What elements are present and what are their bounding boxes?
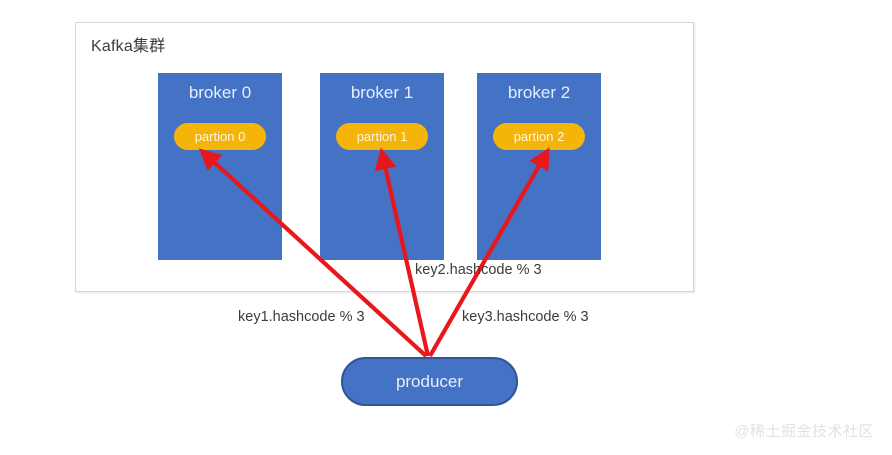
- broker-node-1[interactable]: broker 1 partion 1: [320, 73, 444, 260]
- broker-label-2: broker 2: [507, 83, 571, 102]
- broker-label-1: broker 1: [350, 83, 414, 102]
- partition-pill-0[interactable]: partion 0: [174, 123, 266, 150]
- watermark: @稀土掘金技术社区: [734, 423, 874, 440]
- broker-node-0[interactable]: broker 0 partion 0: [158, 73, 282, 260]
- arrow-label-key1: key1.hashcode % 3: [238, 309, 365, 325]
- partition-pill-1[interactable]: partion 1: [336, 123, 428, 150]
- kafka-cluster-title: Kafka集群: [91, 38, 166, 55]
- producer-node[interactable]: producer: [341, 357, 518, 406]
- broker-node-2[interactable]: broker 2 partion 2: [477, 73, 601, 260]
- partition-pill-2[interactable]: partion 2: [493, 123, 585, 150]
- arrow-label-key3: key3.hashcode % 3: [462, 309, 589, 325]
- broker-label-0: broker 0: [188, 83, 252, 102]
- arrow-label-key2: key2.hashcode % 3: [415, 262, 542, 278]
